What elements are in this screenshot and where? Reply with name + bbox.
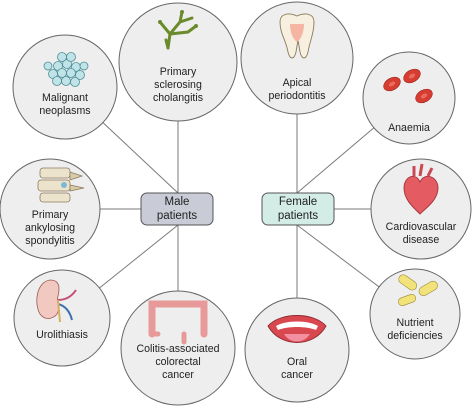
urolithiasis-label: Urolithiasis bbox=[36, 329, 88, 341]
cell-cluster-icon bbox=[43, 52, 89, 87]
primary-sclerosing-cholangitis-line3: cholangitis bbox=[153, 92, 203, 104]
tooth-icon bbox=[279, 13, 315, 59]
malignant-neoplasms-line1: Malignant bbox=[42, 92, 88, 104]
red-blood-cells-icon bbox=[383, 68, 433, 104]
node-apical-periodontitis: Apical periodontitis bbox=[240, 1, 354, 115]
anaemia-label: Anaemia bbox=[388, 122, 430, 134]
male-hub-box bbox=[140, 192, 214, 226]
primary-ankylosing-spondylitis-line3: spondylitis bbox=[25, 235, 74, 247]
cardiovascular-disease-line2: disease bbox=[403, 234, 440, 246]
primary-ankylosing-spondylitis-line2: ankylosing bbox=[25, 222, 75, 234]
primary-ankylosing-spondylitis-line1: Primary bbox=[32, 209, 69, 221]
colitis-associated-colorectal-cancer-line3: cancer bbox=[162, 369, 194, 381]
node-cardiovascular-disease: Cardiovascular disease bbox=[370, 158, 472, 260]
colitis-associated-colorectal-cancer-line1: Colitis-associated bbox=[136, 343, 219, 355]
mouth-icon bbox=[267, 315, 327, 343]
node-nutrient-deficiencies: Nutrient deficiencies bbox=[369, 268, 461, 360]
male-hub-line1: Male bbox=[165, 196, 190, 208]
node-primary-ankylosing-spondylitis: Primary ankylosing spondylitis bbox=[0, 158, 101, 260]
oral-cancer-line1: Oral bbox=[287, 356, 307, 368]
female-hub-line2: patients bbox=[278, 210, 319, 222]
node-primary-sclerosing-cholangitis: Primary sclerosing cholangitis bbox=[118, 2, 238, 122]
nutrient-deficiencies-line1: Nutrient bbox=[396, 317, 433, 329]
node-oral-cancer: Oral cancer bbox=[244, 297, 350, 403]
male-hub-line2: patients bbox=[157, 210, 198, 222]
colitis-associated-colorectal-cancer-line2: colorectal bbox=[155, 356, 200, 368]
nutrient-deficiencies-line2: deficiencies bbox=[387, 330, 442, 342]
node-anaemia: Anaemia bbox=[362, 51, 456, 145]
colon-icon bbox=[148, 300, 208, 345]
female-hub-line1: Female bbox=[279, 196, 317, 208]
apical-periodontitis-line1: Apical bbox=[283, 77, 312, 89]
bile-duct-icon bbox=[158, 10, 198, 50]
malignant-neoplasms-line2: neoplasms bbox=[39, 105, 90, 117]
female-hub: Female patients bbox=[261, 192, 335, 226]
cardiovascular-disease-line1: Cardiovascular bbox=[386, 221, 457, 233]
node-urolithiasis: Urolithiasis bbox=[13, 269, 111, 367]
heart-icon bbox=[403, 163, 439, 215]
node-malignant-neoplasms: Malignant neoplasms bbox=[12, 34, 118, 140]
pills-icon bbox=[398, 274, 438, 307]
kidney-icon bbox=[36, 279, 77, 323]
primary-sclerosing-cholangitis-line1: Primary bbox=[160, 66, 197, 78]
oral-cancer-line2: cancer bbox=[281, 369, 313, 381]
primary-sclerosing-cholangitis-line2: sclerosing bbox=[154, 79, 202, 91]
spine-icon bbox=[37, 167, 85, 203]
male-hub: Male patients bbox=[140, 192, 214, 226]
apical-periodontitis-line2: periodontitis bbox=[268, 90, 325, 102]
node-colitis-associated-colorectal-cancer: Colitis-associated colorectal cancer bbox=[120, 290, 236, 406]
female-hub-box bbox=[261, 192, 335, 226]
